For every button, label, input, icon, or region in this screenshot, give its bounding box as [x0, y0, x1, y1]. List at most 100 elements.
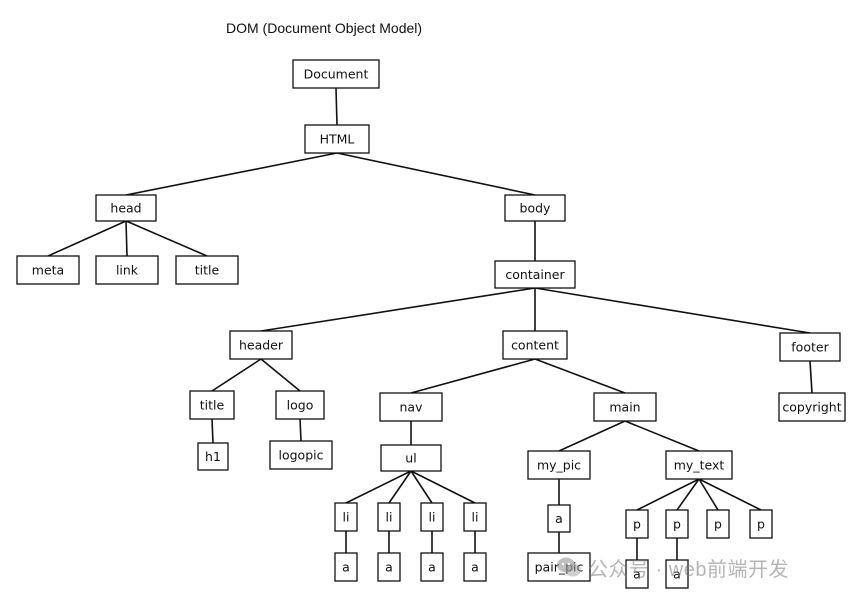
- node-link: link: [95, 255, 159, 285]
- edge-header-title-header: [211, 358, 262, 392]
- node-ul: ul: [380, 444, 442, 472]
- node-box-li4: [463, 502, 487, 532]
- node-label-a4: a: [471, 560, 479, 575]
- edge-header-logo: [260, 358, 301, 392]
- node-a-p1: a: [625, 559, 649, 589]
- node-box-content: [502, 330, 568, 360]
- node-box-a4: [463, 552, 487, 582]
- node-box-li1: [334, 502, 358, 532]
- node-box-logopic: [269, 440, 333, 470]
- node-label-title-head: title: [195, 263, 220, 278]
- node-label-li4: li: [472, 510, 479, 525]
- watermark-text: 公众号 · web前端开发: [588, 558, 789, 581]
- wechat-icon: [557, 557, 581, 577]
- node-box-html: [304, 124, 370, 154]
- edge-footer-copyright: [809, 360, 813, 394]
- node-label-li2: li: [386, 510, 393, 525]
- node-logo: logo: [275, 390, 325, 420]
- node-box-a-p2: [665, 559, 689, 589]
- node-a2: a: [377, 552, 401, 582]
- edge-main-my-text: [624, 420, 700, 452]
- node-h1: h1: [197, 442, 229, 471]
- node-li3: li: [420, 502, 444, 532]
- edge-container-footer: [534, 287, 811, 334]
- node-a-p2: a: [665, 559, 689, 589]
- node-copyright: copyright: [778, 392, 846, 422]
- edge-content-nav: [410, 358, 536, 394]
- edge-document-html: [335, 87, 338, 126]
- node-my-pic: my_pic: [527, 450, 591, 480]
- edges-layer: [47, 87, 813, 560]
- node-box-header: [229, 330, 293, 360]
- edge-content-main: [534, 358, 626, 394]
- node-p2: p: [665, 509, 689, 539]
- node-label-header: header: [239, 338, 284, 353]
- node-box-a-p1: [625, 559, 649, 589]
- edge-logo-logopic: [299, 418, 302, 442]
- node-box-link: [95, 255, 159, 285]
- node-box-title-header: [189, 390, 235, 420]
- node-label-link: link: [116, 263, 139, 278]
- node-box-a-pic: [547, 504, 571, 533]
- node-label-my-text: my_text: [674, 458, 725, 473]
- node-label-html: HTML: [320, 132, 355, 147]
- node-logopic: logopic: [269, 440, 333, 470]
- node-label-p1: p: [633, 517, 641, 532]
- watermark: 公众号 · web前端开发: [556, 554, 789, 581]
- node-label-p3: p: [714, 517, 722, 532]
- edge-my-text-p4: [698, 478, 762, 511]
- diagram-title: DOM (Document Object Model): [226, 20, 423, 36]
- node-box-meta: [16, 255, 80, 285]
- node-box-head: [95, 194, 157, 222]
- node-p3: p: [706, 509, 730, 539]
- node-label-copyright: copyright: [782, 400, 841, 415]
- node-head: head: [95, 194, 157, 222]
- node-label-container: container: [505, 267, 565, 282]
- edge-head-link: [125, 220, 128, 257]
- node-box-copyright: [778, 392, 846, 422]
- node-box-h1: [197, 442, 229, 471]
- node-label-li3: li: [429, 510, 436, 525]
- node-label-head: head: [110, 201, 141, 216]
- node-box-a2: [377, 552, 401, 582]
- node-label-meta: meta: [32, 263, 64, 278]
- node-label-a3: a: [428, 560, 436, 575]
- node-box-p4: [749, 509, 773, 539]
- edge-ul-li2: [388, 470, 412, 504]
- node-label-a-p2: a: [673, 567, 681, 582]
- node-li4: li: [463, 502, 487, 532]
- edge-main-my-pic: [558, 420, 626, 452]
- node-label-a-pic: a: [555, 511, 563, 526]
- node-document: Document: [292, 59, 380, 89]
- edge-title-header-h1: [211, 418, 214, 444]
- node-box-p1: [625, 509, 649, 539]
- node-box-container: [494, 260, 576, 289]
- node-content: content: [502, 330, 568, 360]
- node-a-pic: a: [547, 504, 571, 533]
- edge-html-body: [336, 152, 536, 196]
- node-label-nav: nav: [400, 400, 424, 415]
- edge-my-text-p3: [698, 478, 719, 511]
- node-my-text: my_text: [665, 450, 733, 480]
- node-label-document: Document: [304, 67, 369, 82]
- node-html: HTML: [304, 124, 370, 154]
- node-box-body: [504, 194, 566, 222]
- node-p4: p: [749, 509, 773, 539]
- edge-head-meta: [47, 220, 127, 257]
- node-box-ul: [380, 444, 442, 472]
- node-label-ul: ul: [405, 451, 416, 466]
- node-label-a1: a: [342, 560, 350, 575]
- node-label-content: content: [511, 338, 559, 353]
- node-title-header: title: [189, 390, 235, 420]
- node-label-main: main: [609, 400, 640, 415]
- node-a3: a: [420, 552, 444, 582]
- node-box-nav: [379, 392, 443, 422]
- node-nav: nav: [379, 392, 443, 422]
- edge-my-text-p2: [676, 478, 700, 511]
- edge-ul-li1: [345, 470, 412, 504]
- node-a1: a: [334, 552, 358, 582]
- node-label-footer: footer: [791, 340, 829, 355]
- node-box-title-head: [175, 255, 239, 285]
- edge-html-head: [125, 152, 338, 196]
